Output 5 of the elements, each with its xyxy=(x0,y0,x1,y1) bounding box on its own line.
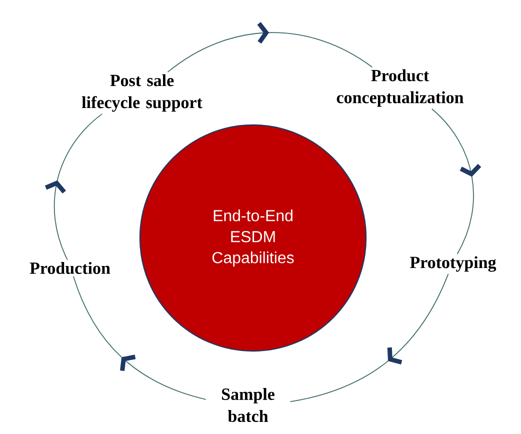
step-label: Product conceptualization xyxy=(336,69,464,107)
step-label: Post sale lifecycle support xyxy=(82,74,202,112)
step-label: Prototyping xyxy=(410,256,496,272)
step-label: Production xyxy=(30,262,110,274)
step-label: Sample batch xyxy=(222,388,274,422)
